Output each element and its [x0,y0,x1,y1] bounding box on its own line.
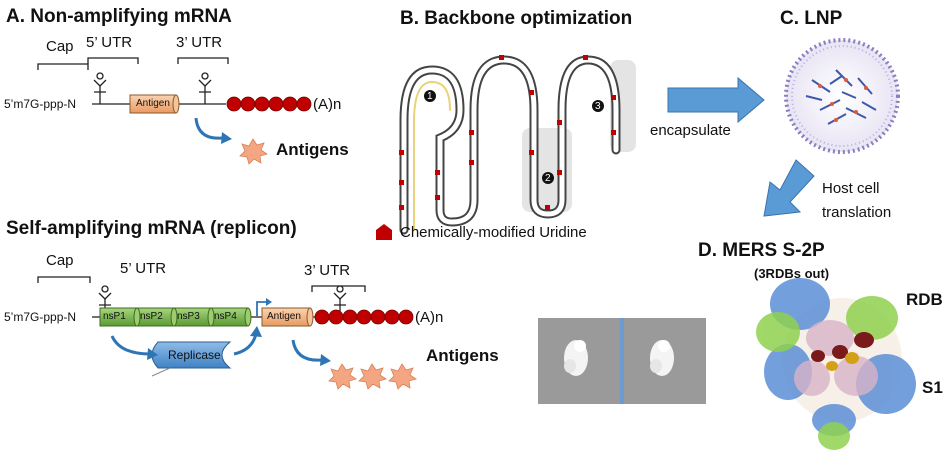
marker-1-label: 1 [427,91,433,102]
mers-trimer-structure [756,278,916,450]
panel-sa-nsp-cylinders [99,307,252,327]
panel-a-antigen-star [239,138,268,165]
replicase-arrowhead-right [250,326,262,337]
lnp-particle [784,38,900,154]
subgenomic-arrowhead [266,298,272,306]
subgenomic-promoter-arrow [256,301,266,316]
panel-c-title: C. LNP [780,8,843,29]
panel-a-utr5-label: 5’ UTR [86,34,133,51]
panel-a-antigen-cylinder [129,94,180,114]
panel-a-construct [37,57,229,105]
replicase-arrow-right [233,333,258,356]
nsp2-label: nsP2 [140,311,163,322]
panel-a-antigen-label: Antigen [136,98,170,109]
panel-sa-arrowhead [320,354,331,366]
replicase-shape [151,341,232,377]
panel-a-polya-beads [226,96,312,112]
panel-sa-five-prime-label: 5’m7G-ppp-N [4,310,77,324]
panel-a-curved-arrow [194,117,223,140]
replicase-label: Replicase [168,348,221,362]
cryo-em-class-averages [538,318,706,404]
panel-a-title: A. Non-amplifying mRNA [6,6,232,27]
modified-uridine-legend-icon [376,224,392,240]
panel-a-cap-label: Cap [46,38,74,55]
modified-uridine-marks [399,55,616,210]
panel-sa-utr3-label: 3’ UTR [304,262,351,279]
replicase-arrow-left [110,335,151,356]
panel-sa-polya-beads [314,309,414,325]
panel-d-title: D. MERS S-2P [698,240,825,261]
nsp1-label: nsP1 [103,311,126,322]
panel-sa-polya-label: (A)n [415,309,444,326]
panel-d-subtitle: (3RDBs out) [754,266,830,281]
panel-sa-title: Self-amplifying mRNA (replicon) [6,218,297,239]
host-cell-label: Host cell [822,180,880,197]
marker-2-label: 2 [545,173,551,184]
translation-arrow [763,159,815,217]
marker-3-label: 3 [595,101,601,112]
panel-sa-antigen-cylinder [261,307,314,327]
panel-a-utr3-label: 3’ UTR [176,34,223,51]
nsp3-label: nsP3 [177,311,200,322]
panel-a-antigens-label: Antigens [276,140,349,159]
panel-a-arrowhead [221,132,232,144]
nsp4-label: nsP4 [214,311,237,322]
panel-sa-antigen-stars [328,363,417,390]
panel-sa-antigen-arrow [291,339,323,362]
backbone-strand [399,55,621,235]
rdb-label: RDB [906,290,943,309]
panel-a-polya-label: (A)n [313,96,342,113]
panel-sa-antigens-label: Antigens [426,346,499,365]
panel-sa-antigen-label: Antigen [267,311,301,322]
encapsulate-arrow [667,76,765,124]
panel-sa-cap-label: Cap [46,252,74,269]
panel-sa-utr5-label: 5’ UTR [120,260,167,277]
panel-b-title: B. Backbone optimization [400,8,633,29]
replicase-arrowhead-left [147,348,158,360]
panel-a-five-prime-label: 5’m7G-ppp-N [4,97,77,111]
translation-label: translation [822,204,892,221]
backbone-position-markers [424,90,604,184]
modified-uridine-legend-label: Chemically-modified Uridine [400,224,587,241]
encapsulate-label: encapsulate [650,122,731,139]
s1-label: S1 [922,378,943,397]
